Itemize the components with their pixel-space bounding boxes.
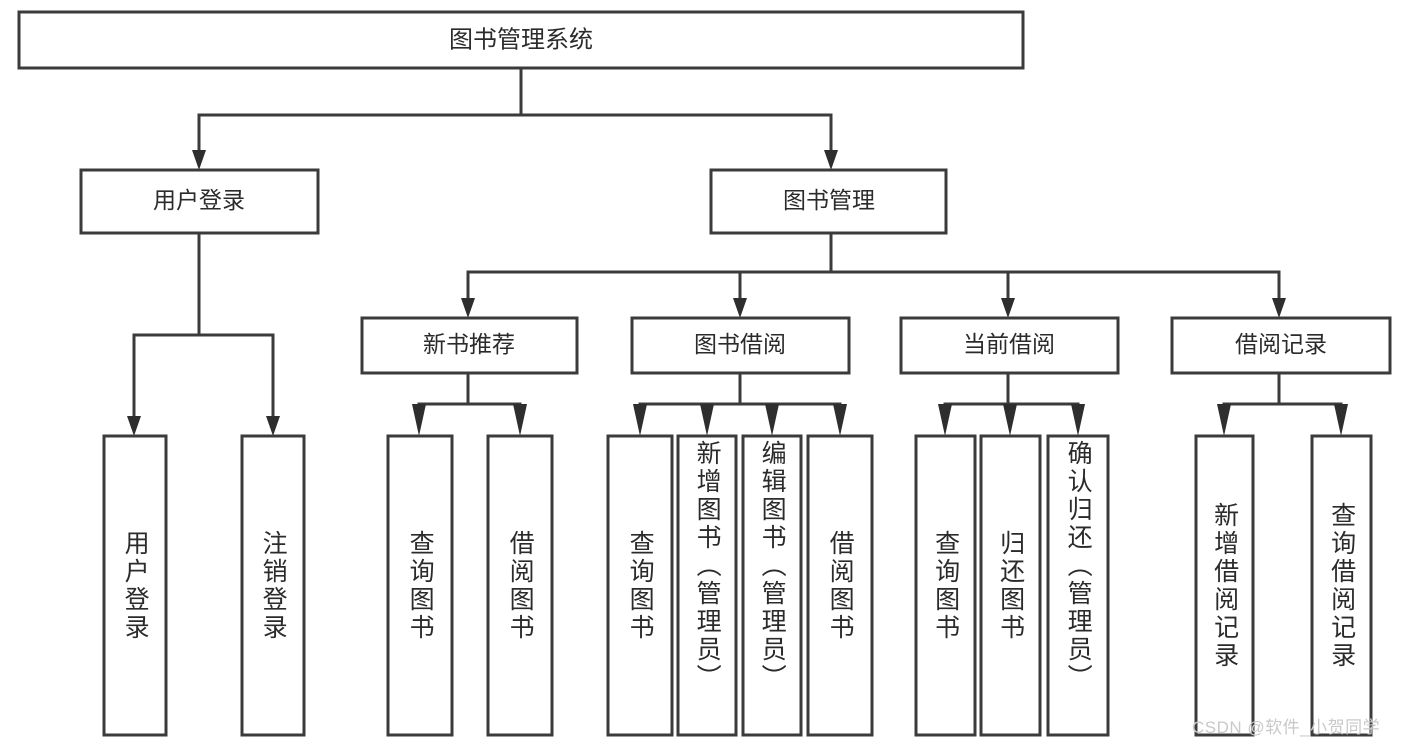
node-layer: 图书管理系统 用户登录 图书管理 新书推荐 图书借阅 当前借阅 借阅记录 bbox=[17, 10, 1392, 737]
node-leaf-cb-query-book[interactable] bbox=[914, 434, 977, 737]
node-root-label: 图书管理系统 bbox=[449, 26, 593, 53]
node-leaf-bb-add-book[interactable] bbox=[676, 434, 738, 737]
node-leaf-cb-confirm-return[interactable] bbox=[1046, 434, 1110, 737]
arrow-icon-cb-child-1 bbox=[938, 404, 952, 436]
arrow-icon-leaf-user-login bbox=[127, 416, 141, 436]
arrow-icon-leaf-logout bbox=[266, 416, 280, 436]
arrow-icon-cb-child-2 bbox=[1003, 404, 1017, 436]
csdn-watermark: CSDN @软件_小贺同学 bbox=[1192, 718, 1381, 737]
node-book-management[interactable] bbox=[709, 168, 948, 235]
node-leaf-br-query-record[interactable] bbox=[1310, 434, 1373, 737]
node-leaf-bb-borrow-book[interactable] bbox=[806, 434, 874, 737]
node-current-borrow[interactable] bbox=[899, 316, 1120, 375]
arrow-icon-br-child-1 bbox=[1217, 404, 1231, 436]
arrow-icon-new-book-rec bbox=[461, 298, 475, 318]
node-leaf-bb-query-book[interactable] bbox=[606, 434, 674, 737]
arrow-icon-cb-child-3 bbox=[1071, 404, 1085, 436]
arrow-icon-bb-child-4 bbox=[833, 404, 847, 436]
arrow-icon-bb-child-1 bbox=[633, 404, 647, 436]
node-user-login[interactable] bbox=[79, 168, 320, 235]
node-book-borrow-label: 图书借阅 bbox=[694, 331, 786, 357]
arrow-icon-nbr-child-2 bbox=[513, 404, 527, 436]
arrow-icon-book-borrow bbox=[733, 298, 747, 318]
node-new-book-recommendation-label: 新书推荐 bbox=[423, 331, 515, 357]
node-leaf-user-login[interactable] bbox=[102, 434, 168, 737]
node-leaf-nbr-query-book[interactable] bbox=[386, 434, 454, 737]
arrow-icon-borrow-record bbox=[1272, 298, 1286, 318]
arrow-icon-book-management bbox=[824, 150, 838, 170]
node-root[interactable] bbox=[17, 10, 1025, 70]
node-new-book-recommendation[interactable] bbox=[360, 316, 579, 375]
node-book-management-label: 图书管理 bbox=[783, 187, 875, 213]
arrow-icon-bb-child-3 bbox=[765, 404, 779, 436]
node-leaf-nbr-borrow-book[interactable] bbox=[486, 434, 554, 737]
node-current-borrow-label: 当前借阅 bbox=[963, 331, 1055, 357]
arrowhead-layer bbox=[127, 150, 1348, 436]
arrow-icon-br-child-2 bbox=[1334, 404, 1348, 436]
node-leaf-cb-return-book[interactable] bbox=[979, 434, 1042, 737]
node-borrow-record[interactable] bbox=[1170, 316, 1392, 375]
node-leaf-br-add-record[interactable] bbox=[1194, 434, 1255, 737]
node-borrow-record-label: 借阅记录 bbox=[1235, 331, 1327, 357]
node-leaf-bb-edit-book[interactable] bbox=[741, 434, 803, 737]
node-book-borrow[interactable] bbox=[630, 316, 851, 375]
arrow-icon-current-borrow bbox=[1001, 298, 1015, 318]
arrow-icon-bb-child-2 bbox=[700, 404, 714, 436]
node-leaf-logout-login[interactable] bbox=[240, 434, 306, 737]
arrow-icon-nbr-child-1 bbox=[412, 404, 426, 436]
arrow-icon-user-login bbox=[192, 150, 206, 170]
node-user-login-label: 用户登录 bbox=[153, 187, 245, 213]
